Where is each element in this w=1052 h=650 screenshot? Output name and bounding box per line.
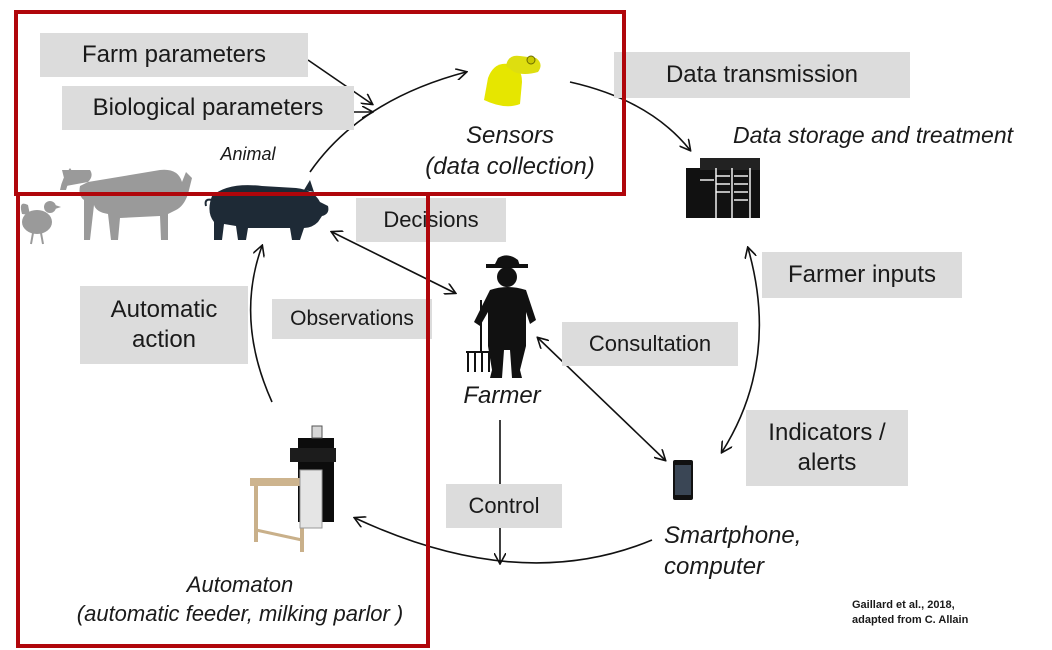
sensors-caption: Sensors (data collection) [425,122,595,181]
observations-box: Observations [272,299,432,339]
arrow-storage-smartphone [722,248,761,452]
animal-caption: Animal [220,144,276,164]
chicken-icon [20,201,61,245]
data-transmission-box: Data transmission [614,52,910,98]
control-box: Control [446,484,562,528]
farmer-icon [466,255,536,378]
smartphone-caption: Smartphone, computer [664,522,802,581]
biological-parameters-box: Biological parameters [62,86,354,130]
arrow-farmer-smartphone [538,338,665,460]
pig-icon [204,180,329,240]
server-icon [686,158,760,218]
automaton-icon [250,425,336,552]
decisions-box: Decisions [356,198,506,242]
automaton-caption: Automaton (automatic feeder, milking par… [76,572,404,626]
source-credit: Gaillard et al., 2018, adapted from C. A… [852,599,969,626]
arrow-smartphone-automaton [355,518,653,564]
farmer-inputs-box: Farmer inputs [762,252,962,298]
arrow-animal-sensors [309,72,466,173]
arrow-sensors-storage [569,81,690,150]
highlight-frame-left [16,192,430,648]
highlight-frame-top [14,10,626,196]
farm-parameters-box: Farm parameters [40,33,308,77]
smartphone-icon [673,460,693,500]
data-storage-caption: Data storage and treatment [733,122,1013,148]
farmer-caption: Farmer [463,382,541,409]
indicators-alerts-box: Indicators / alerts [746,410,908,486]
consultation-box: Consultation [562,322,738,366]
ear-tag-icon [484,55,541,107]
cow-icon [60,168,192,240]
arrow-animal-farmer [332,232,455,293]
arrow-automaton-animal [249,246,273,403]
arrow-farm-params [307,59,372,104]
automatic-action-box: Automatic action [80,286,248,364]
